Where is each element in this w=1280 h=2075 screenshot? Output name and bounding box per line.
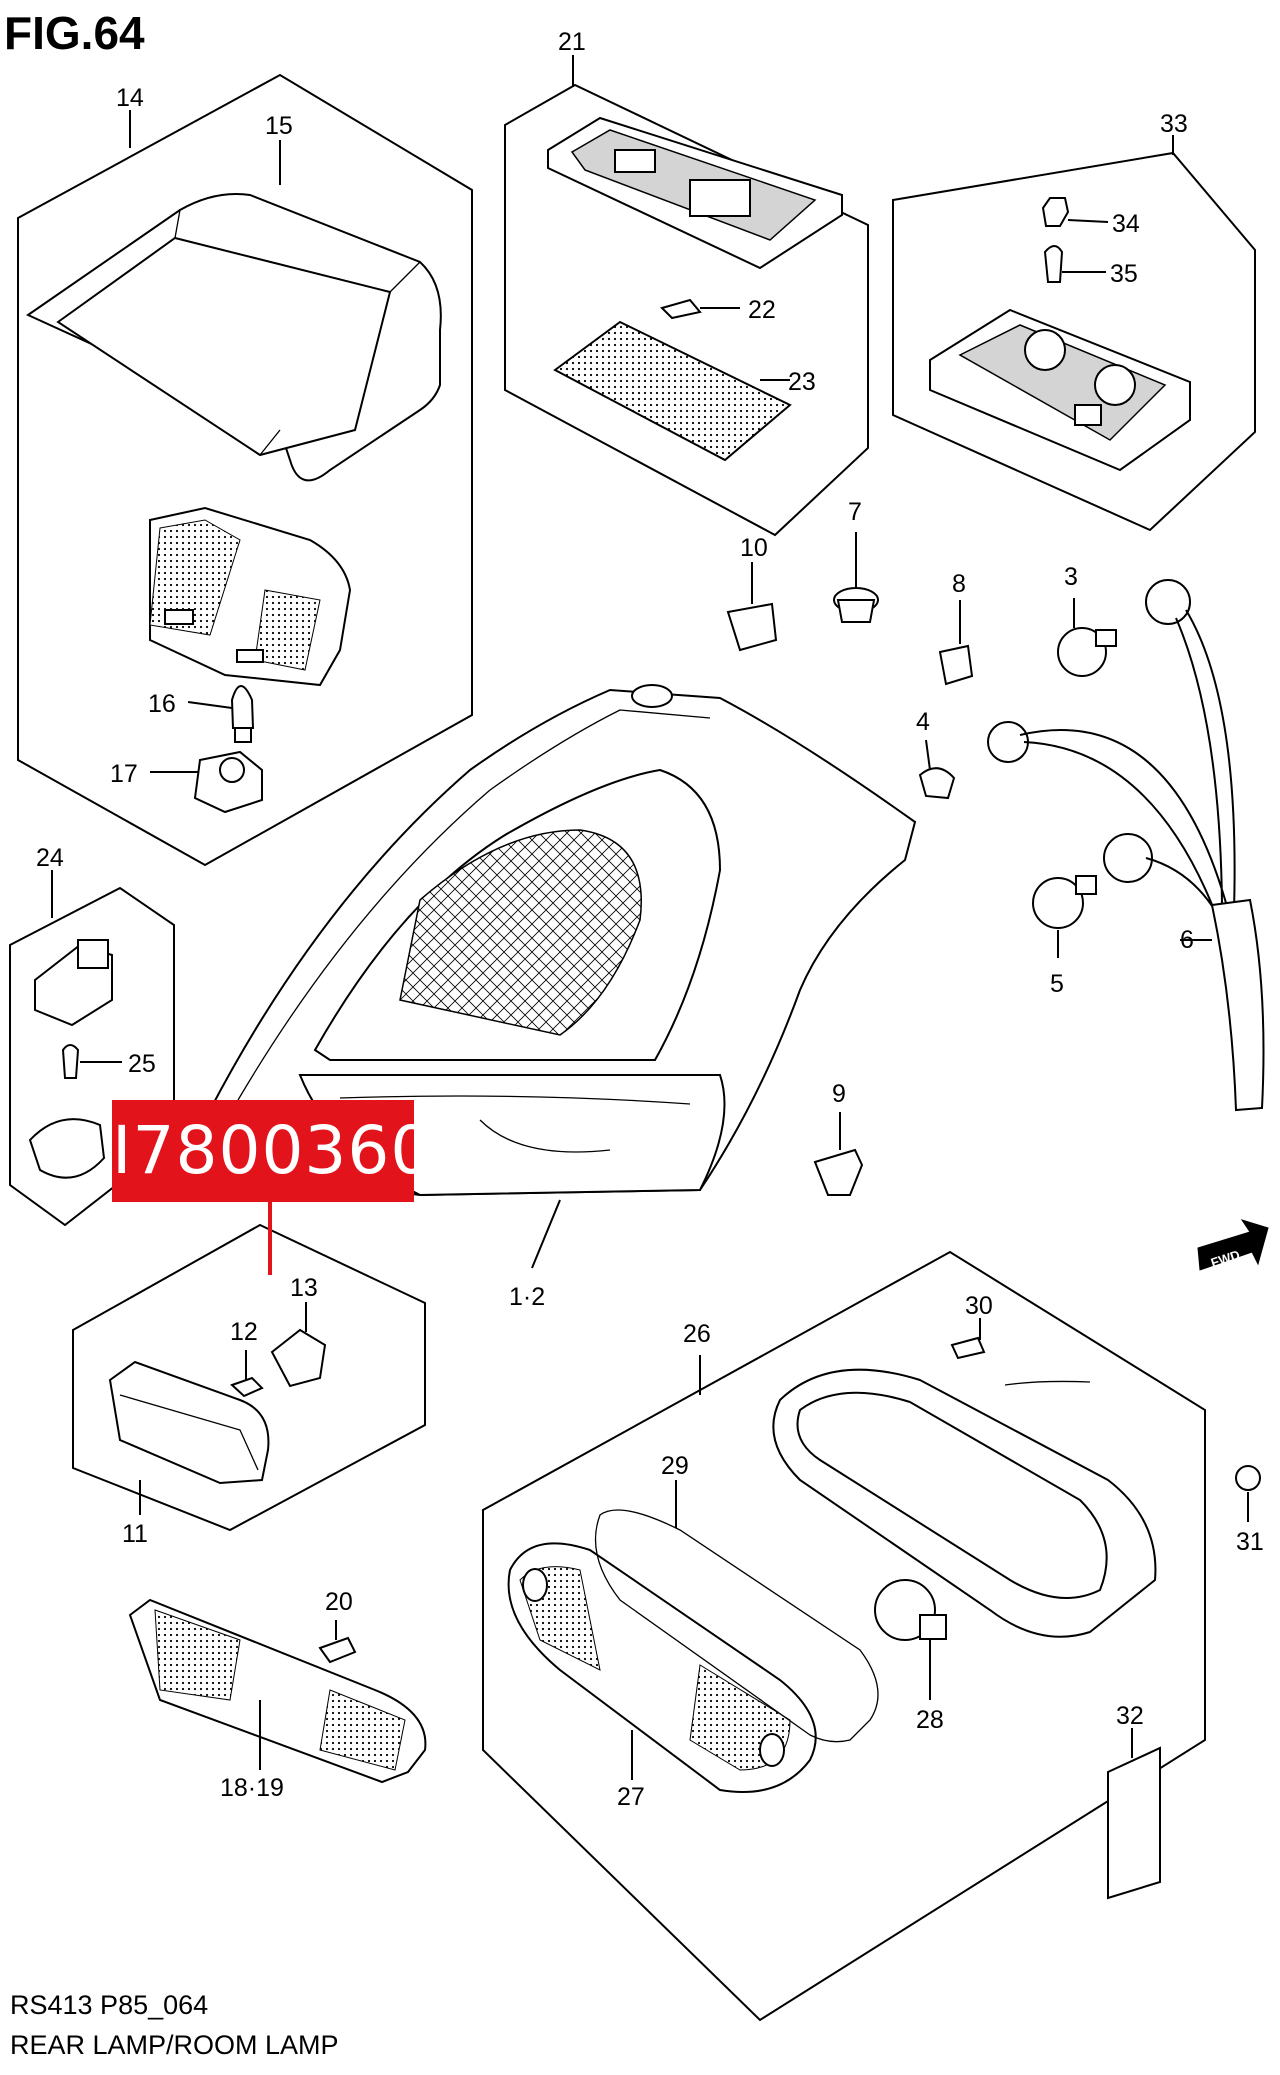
callout-31: 31: [1236, 1528, 1264, 1556]
callout-34: 34: [1112, 210, 1140, 238]
callout-17: 17: [110, 760, 138, 788]
part-6-wire-harness: [987, 579, 1265, 1112]
callout-11: 11: [122, 1520, 148, 1548]
footer-caption: REAR LAMP/ROOM LAMP: [10, 2030, 339, 2060]
part-32-label: [1107, 1728, 1161, 1900]
part-20-screw: [318, 1620, 357, 1664]
callout-13: 13: [290, 1274, 318, 1302]
callout-24: 24: [36, 844, 64, 872]
part-5-bulb: [1032, 875, 1097, 958]
part-13-socket: [270, 1302, 327, 1388]
callout-22: 22: [748, 296, 776, 324]
callout-3: 3: [1064, 563, 1078, 591]
callout-6: 6: [1180, 926, 1194, 954]
callout-28: 28: [916, 1706, 944, 1734]
part-34-knob: [1041, 197, 1109, 227]
callout-25: 25: [128, 1050, 156, 1078]
callout-29: 29: [661, 1452, 689, 1480]
callout-5: 5: [1050, 970, 1064, 998]
part-35-bulb: [1043, 245, 1106, 283]
callout-7: 7: [848, 498, 862, 526]
part-31-nut: [1235, 1465, 1261, 1522]
part-25-bulb: [61, 1044, 122, 1079]
part-33-lamp-assembly: [929, 308, 1191, 472]
callout-labels: 1·2 3 4 5 6 7 8 9 10 11 12 13 14 15 16 1…: [36, 28, 1264, 1811]
part-number-stamp: I7800360: [112, 1100, 432, 1202]
part-24-socket: [34, 939, 113, 1027]
callout-14: 14: [116, 84, 144, 112]
callout-16: 16: [148, 690, 176, 718]
group-box-14: [17, 73, 473, 867]
callout-23: 23: [788, 368, 816, 396]
callout-12: 12: [230, 1318, 258, 1346]
callout-32: 32: [1116, 1702, 1144, 1730]
callout-35: 35: [1110, 260, 1138, 288]
part-23-lens: [553, 320, 792, 462]
license-lamp-lens: [28, 1118, 106, 1179]
callout-15: 15: [265, 112, 293, 140]
part-18-19-reflector: [128, 1598, 427, 1784]
callout-1-2: 1·2: [509, 1283, 545, 1311]
group-box-26: [482, 1250, 1206, 2022]
part-27-lens: [507, 1542, 817, 1793]
part-26-housing: [699, 1355, 1157, 1638]
part-30-screw: [950, 1318, 986, 1360]
callout-8: 8: [952, 570, 966, 598]
callout-33: 33: [1160, 110, 1188, 138]
fwd-arrow-icon: [1197, 1219, 1269, 1271]
part-9-clip: [813, 1112, 864, 1196]
part-1-2-rear-combination-lamp: [198, 684, 917, 1269]
callout-20: 20: [325, 1588, 353, 1616]
callout-9: 9: [832, 1080, 846, 1108]
figure-title: FIG.64: [4, 7, 145, 59]
part-21-room-lamp-base: [547, 116, 843, 270]
part-22-bulb: [660, 298, 740, 320]
callout-21: 21: [558, 28, 586, 56]
callout-4: 4: [916, 708, 930, 736]
high-mount-lamp-body: [149, 506, 352, 687]
part-4-bulb: [918, 739, 956, 800]
part-12-bulb: [230, 1350, 264, 1398]
part-7-grommet: [833, 532, 879, 623]
part-17-socket: [150, 750, 263, 814]
part-3-bulb: [1057, 598, 1117, 677]
part-29-gasket: [594, 1480, 879, 1743]
group-box-21: [504, 83, 869, 537]
callout-27: 27: [617, 1783, 645, 1811]
part-10-nut: [726, 562, 778, 652]
callout-26: 26: [683, 1320, 711, 1348]
callout-18-19: 18·19: [220, 1774, 284, 1802]
callout-30: 30: [965, 1292, 993, 1320]
part-8-socket: [938, 600, 974, 686]
callout-10: 10: [740, 534, 768, 562]
part-11-marker-lamp: [108, 1360, 270, 1515]
part-16-bulb: [187, 685, 255, 743]
part-15-lamp-cover: [25, 193, 442, 482]
group-box-11: [72, 1223, 426, 1532]
footer-code: RS413 P85_064: [10, 1990, 209, 2020]
part-28-bulb: [874, 1579, 947, 1700]
